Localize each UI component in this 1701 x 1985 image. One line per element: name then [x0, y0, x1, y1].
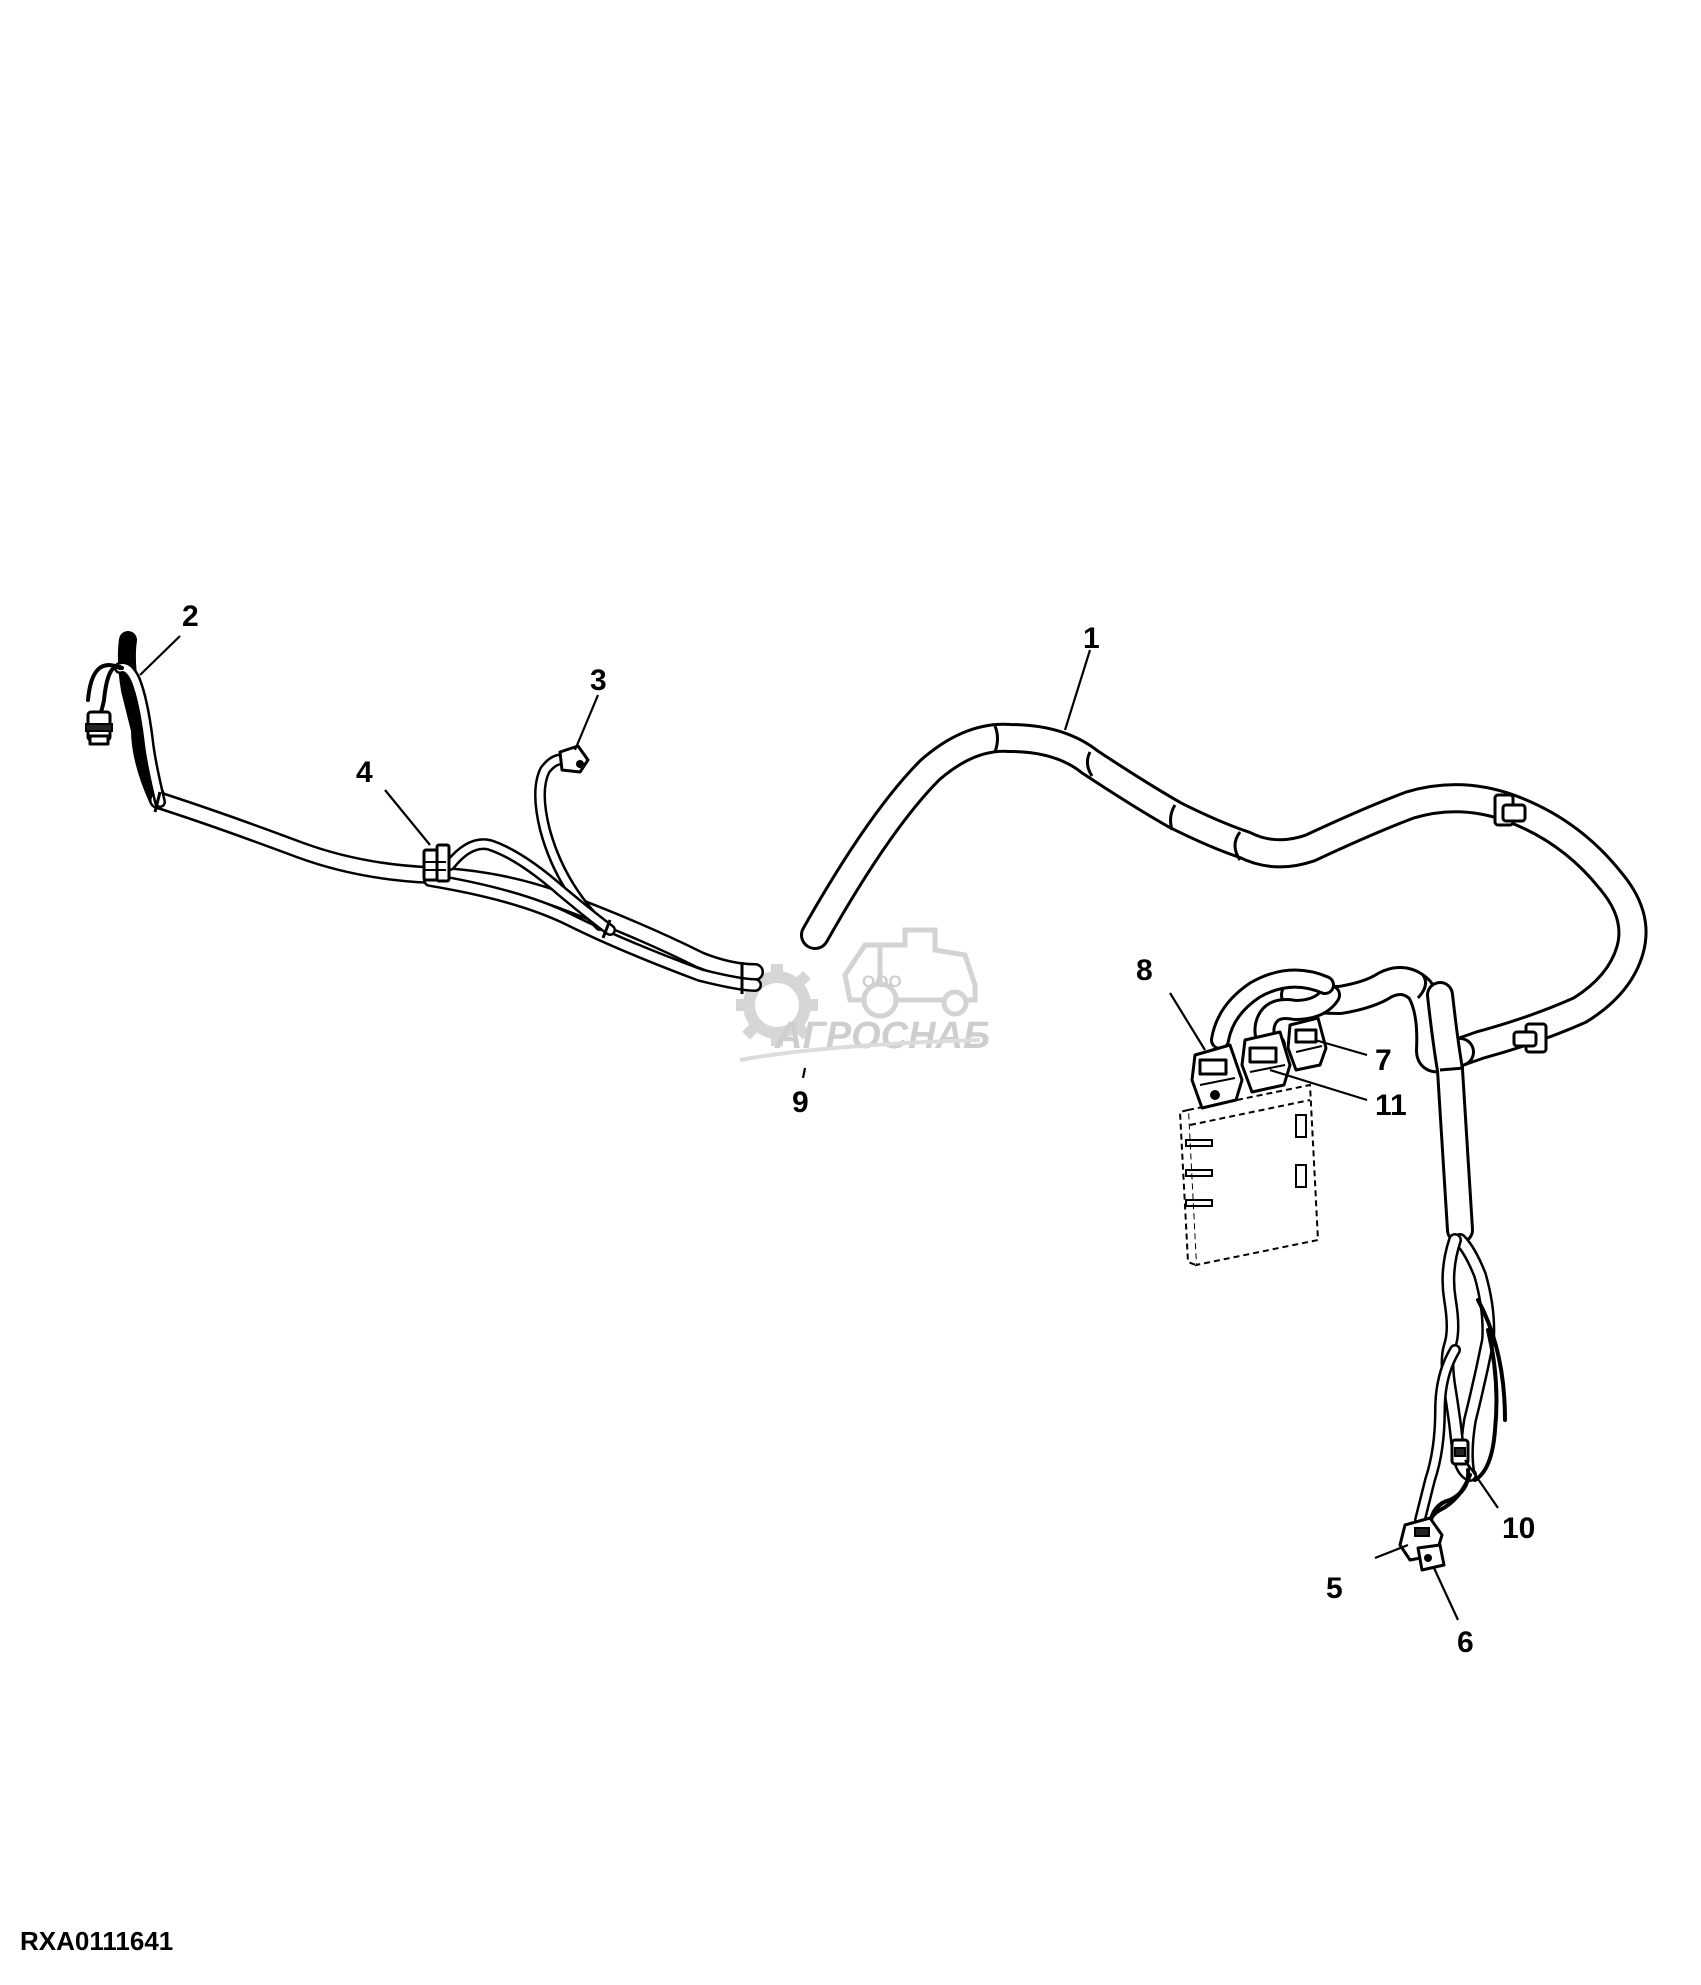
combine-harvester-icon — [842, 927, 978, 1019]
left-harness — [86, 631, 764, 994]
connector-4 — [422, 843, 451, 883]
callout-1: 1 — [1083, 622, 1100, 655]
connector-3 — [558, 744, 590, 774]
callout-3: 3 — [590, 664, 607, 697]
agrosnab-watermark: ООО АГРОСНАБ — [736, 927, 990, 1062]
connector-8 — [1190, 1043, 1244, 1110]
figure-id-label: RXA0111641 — [20, 1926, 174, 1956]
lower-wires — [1414, 1233, 1507, 1542]
main-harness-1 — [800, 722, 1648, 1067]
connector-7 — [1286, 1016, 1328, 1072]
connector-10 — [1450, 1438, 1470, 1466]
leader-lines — [139, 635, 1499, 1621]
callout-7: 7 — [1375, 1044, 1392, 1077]
callout-9: 9 — [792, 1086, 809, 1119]
callout-4: 4 — [356, 756, 373, 789]
callout-10: 10 — [1502, 1512, 1535, 1545]
callout-8: 8 — [1136, 954, 1153, 987]
callout-11: 11 — [1375, 1089, 1407, 1122]
callout-labels: 1 2 3 4 5 6 7 8 9 10 11 — [182, 600, 1535, 1659]
watermark-small-text: ООО — [862, 972, 902, 991]
connector-2 — [85, 710, 113, 746]
connector-5-6 — [1398, 1516, 1446, 1572]
connector-11 — [1240, 1030, 1292, 1094]
callout-2: 2 — [182, 600, 199, 633]
harness-branch-down — [1210, 966, 1475, 1244]
ecu-module-outline — [1178, 1083, 1320, 1267]
callout-5: 5 — [1326, 1572, 1343, 1605]
callout-6: 6 — [1457, 1626, 1474, 1659]
